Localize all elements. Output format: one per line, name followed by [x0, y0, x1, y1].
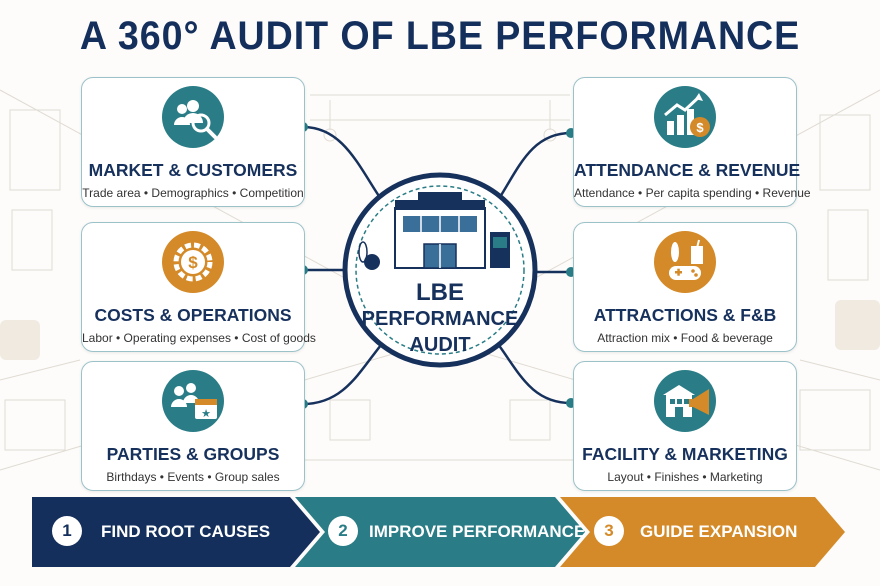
bowling-gamepad-drink-icon [654, 231, 716, 293]
card-title: FACILITY & MARKETING [582, 444, 788, 464]
customers-search-icon [162, 86, 224, 148]
card-subtitle: Birthdays • Events • Group sales [106, 470, 280, 484]
building-megaphone-icon [654, 370, 716, 432]
step-3-label: GUIDE EXPANSION [640, 522, 798, 541]
card-attractions-fb: ATTRACTIONS & F&B Attraction mix • Food … [573, 222, 797, 352]
card-title: PARTIES & GROUPS [106, 444, 280, 464]
card-facility-marketing: FACILITY & MARKETING Layout • Finishes •… [573, 361, 797, 491]
lbe-building-icon [358, 192, 510, 270]
connector-lines [302, 125, 572, 406]
center-title-line2: PERFORMANCE [361, 308, 519, 330]
card-title: ATTENDANCE & REVENUE [574, 160, 801, 180]
step-2-label: IMPROVE PERFORMANCE [369, 522, 586, 541]
step-1-label: FIND ROOT CAUSES [101, 522, 271, 541]
svg-text:★: ★ [201, 408, 211, 420]
card-subtitle: Attendance • Per capita spending • Reven… [574, 186, 811, 200]
group-calendar-icon: ★ [162, 370, 224, 432]
step-3-arrow [560, 497, 845, 567]
step-3-number: 3 [594, 516, 624, 546]
step-1-number: 1 [52, 516, 82, 546]
card-subtitle: Layout • Finishes • Marketing [607, 470, 763, 484]
card-attendance-revenue: $ ATTENDANCE & REVENUE Attendance • Per … [573, 77, 811, 207]
svg-text:$: $ [696, 120, 704, 135]
step-2-number: 2 [328, 516, 358, 546]
step-2-arrow [295, 497, 585, 567]
center-circle [342, 172, 538, 368]
card-market-customers: MARKET & CUSTOMERS Trade area • Demograp… [81, 77, 305, 207]
page-title: A 360° AUDIT OF LBE PERFORMANCE [79, 14, 801, 58]
step-1-arrow [32, 497, 320, 567]
svg-text:$: $ [188, 253, 198, 272]
card-costs-operations: $ COSTS & OPERATIONS Labor • Operating e… [81, 222, 316, 352]
card-title: COSTS & OPERATIONS [94, 305, 292, 325]
center-title-line1: LBE [416, 279, 464, 306]
card-title: MARKET & CUSTOMERS [88, 160, 298, 180]
growth-chart-icon: $ [654, 86, 716, 148]
card-subtitle: Labor • Operating expenses • Cost of goo… [82, 331, 316, 345]
card-subtitle: Attraction mix • Food & beverage [597, 331, 773, 345]
center-title-line3: AUDIT [409, 334, 471, 356]
card-parties-groups: ★ PARTIES & GROUPS Birthdays • Events • … [81, 361, 305, 491]
dollar-gear-icon: $ [162, 231, 224, 293]
steps-banner [32, 497, 845, 567]
card-subtitle: Trade area • Demographics • Competition [82, 186, 304, 200]
card-title: ATTRACTIONS & F&B [593, 305, 777, 325]
